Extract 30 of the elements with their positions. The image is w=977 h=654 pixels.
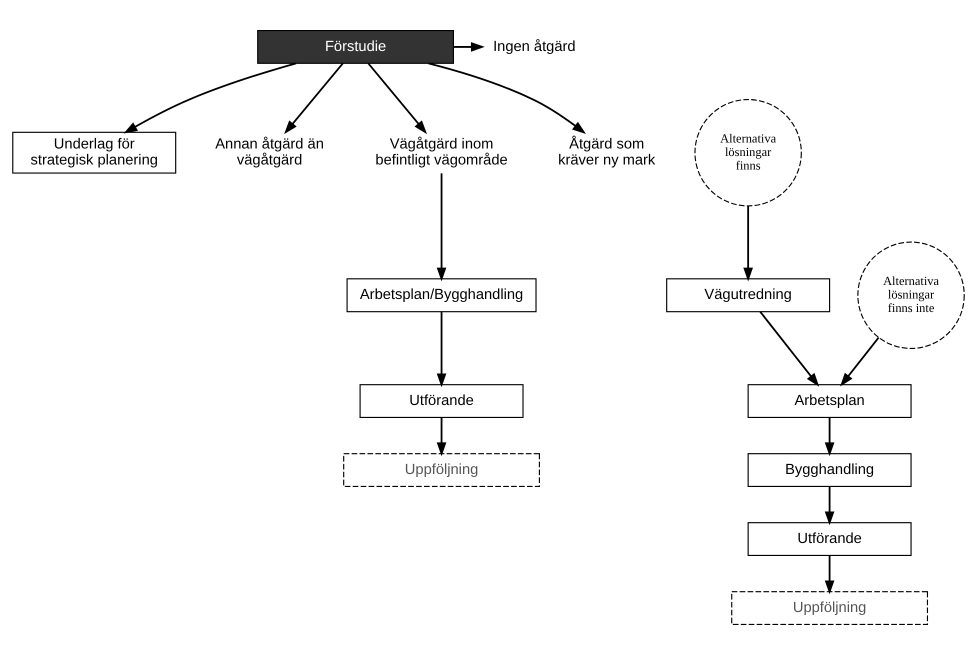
node-box: Arbetsplan/Bygghandling	[346, 278, 537, 312]
node-box: Uppföljning	[731, 590, 928, 625]
arrow	[124, 62, 296, 133]
arrow	[284, 62, 344, 134]
node-text: Vägåtgärd inom befintligt vägområde	[375, 136, 508, 168]
arrow	[436, 172, 446, 281]
node-box: Förstudie	[257, 29, 454, 64]
arrow	[436, 311, 446, 387]
arrow	[824, 486, 834, 525]
node-circle: Alternativa lösningar finns inte	[857, 241, 965, 348]
node-box: Bygghandling	[748, 452, 912, 487]
node-text: Åtgärd som kräver ny mark	[558, 136, 656, 168]
node-box: Vägutredning	[666, 278, 830, 312]
arrow	[759, 310, 820, 386]
arrow	[428, 62, 586, 134]
arrow	[743, 206, 753, 281]
arrow	[454, 42, 485, 52]
arrow	[824, 555, 834, 594]
node-box: Underlag för strategisk planering	[12, 131, 176, 174]
arrow	[824, 417, 834, 456]
node-text: Ingen åtgärd	[493, 38, 576, 54]
node-box: Arbetsplan	[748, 384, 912, 418]
arrow	[368, 62, 428, 134]
node-circle: Alternativa lösningar finns	[694, 98, 802, 206]
arrow	[840, 336, 880, 386]
node-text: Annan åtgärd än vägåtgärd	[215, 136, 324, 168]
arrow	[436, 417, 446, 456]
node-box: Uppföljning	[343, 452, 540, 487]
node-box: Utförande	[748, 522, 912, 556]
node-box: Utförande	[360, 384, 524, 418]
